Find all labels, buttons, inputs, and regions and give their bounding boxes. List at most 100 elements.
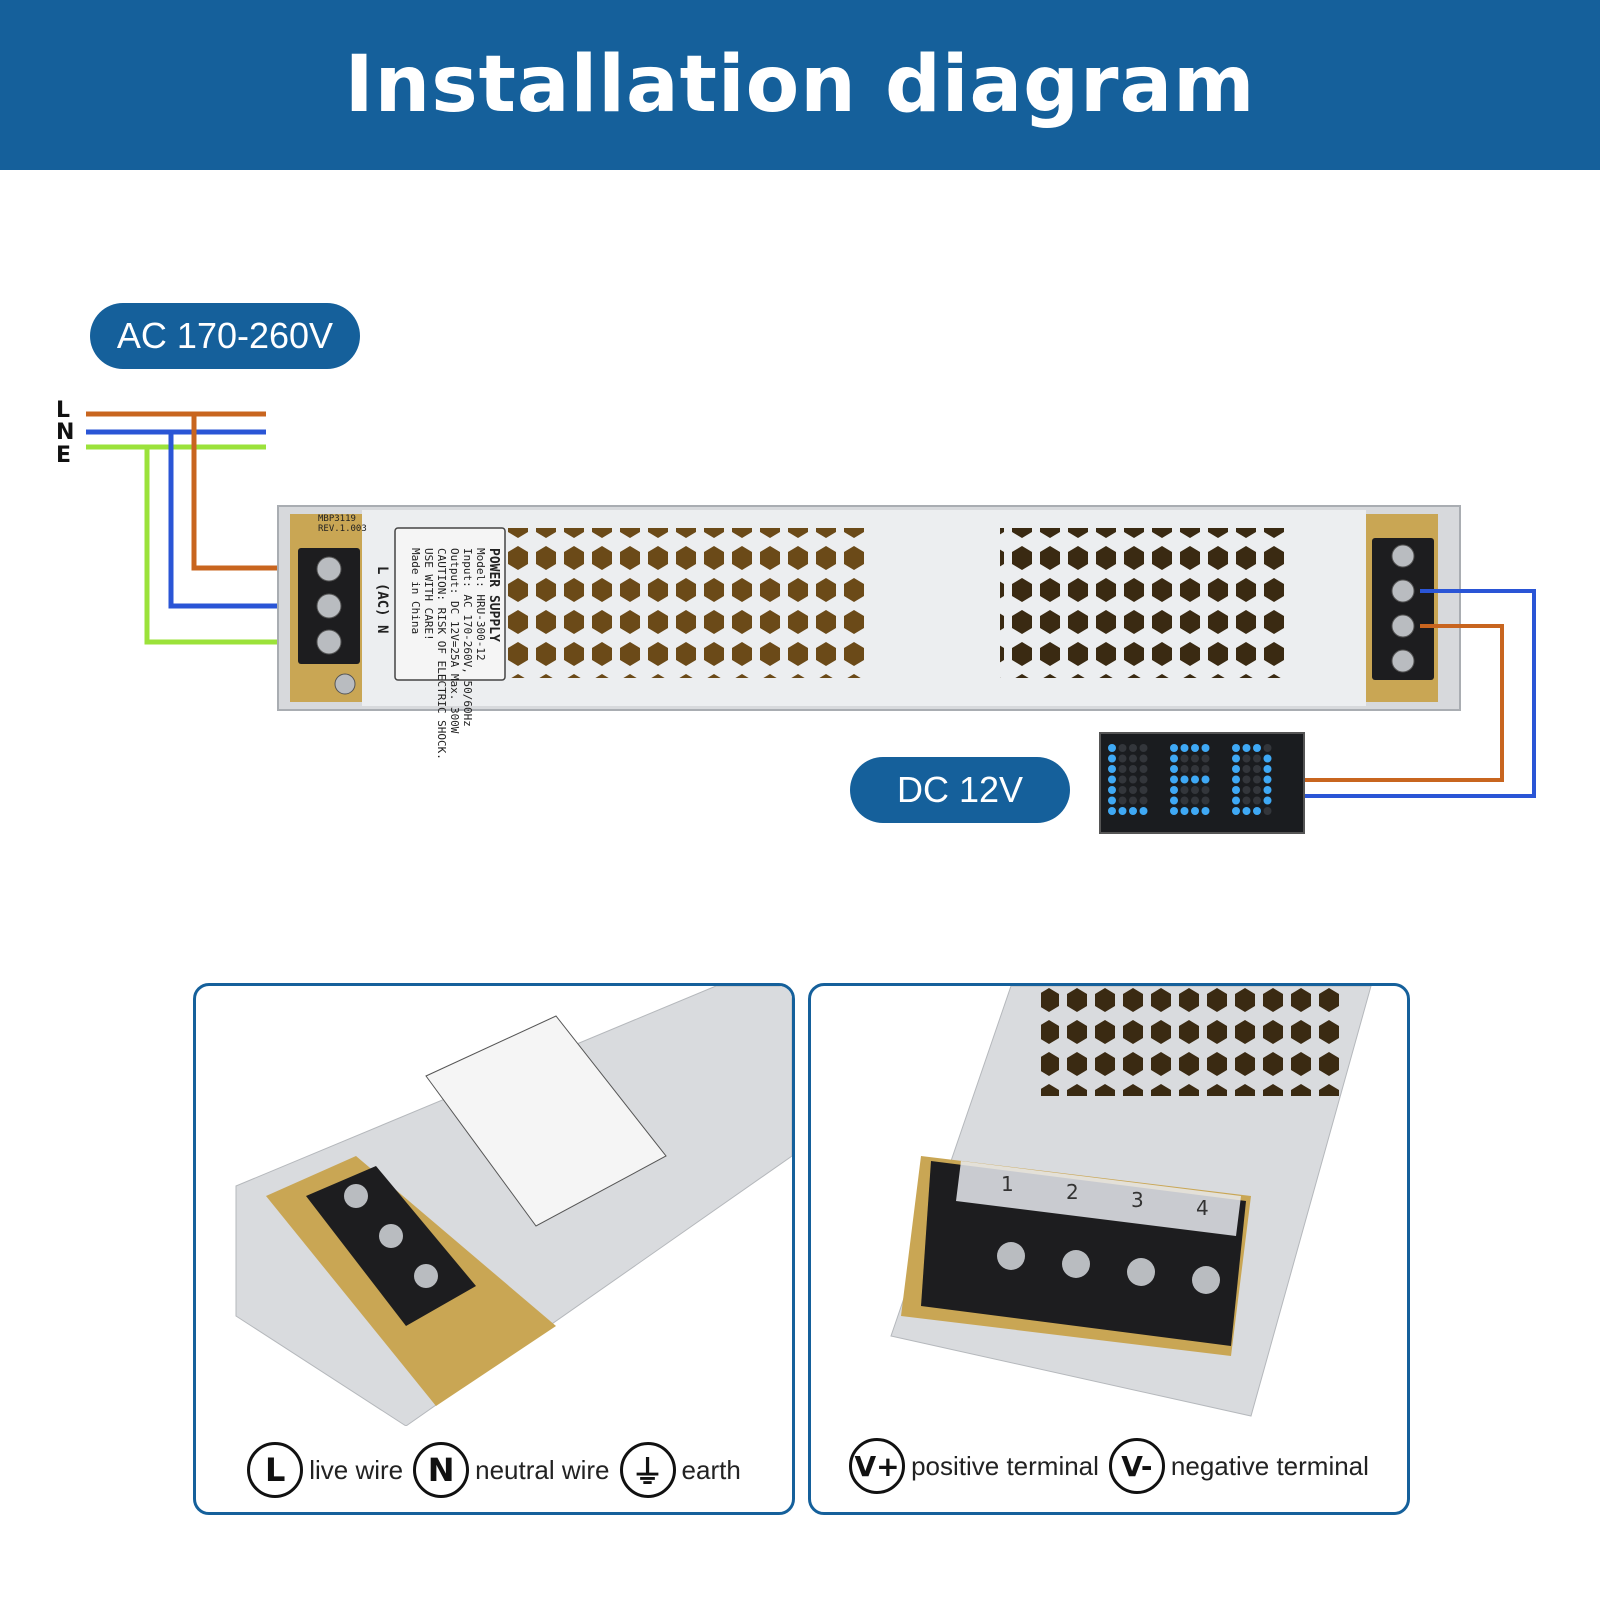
led-dot <box>1253 754 1261 763</box>
vent-grille-right <box>1000 528 1290 678</box>
led-dot <box>1170 796 1178 805</box>
wire-label-e: E <box>56 443 72 468</box>
ac-wires <box>86 411 310 645</box>
output-terminal-block <box>1372 538 1434 680</box>
led-dot <box>1242 786 1251 794</box>
photo-screw-3 <box>414 1264 438 1288</box>
led-dot <box>1170 807 1178 815</box>
led-dot <box>1129 775 1137 784</box>
output-terminal-photo: 1 2 3 4 <box>890 986 1372 1417</box>
led-dot <box>1263 744 1272 752</box>
terminal-screw-1 <box>316 556 342 582</box>
led-dot <box>1253 775 1261 784</box>
psu-model: Model: HRU-300-12 <box>474 548 487 661</box>
led-dot <box>1139 796 1148 805</box>
terminal-screw-2 <box>316 593 342 619</box>
led-dot <box>1191 786 1199 794</box>
led-dot <box>1139 775 1148 784</box>
led-dot <box>1180 807 1189 815</box>
led-dot <box>1242 796 1251 805</box>
led-dot <box>1139 786 1148 794</box>
legend-item-live: L live wire <box>247 1442 403 1498</box>
led-dot <box>1118 786 1127 794</box>
output-screw-1 <box>1391 544 1415 568</box>
legend-item-neutral: N neutral wire <box>413 1442 610 1498</box>
led-dot <box>1108 765 1116 773</box>
dc-positive-wire <box>1304 624 1504 782</box>
out-screw-3 <box>1127 1258 1155 1286</box>
led-dot <box>1170 754 1178 763</box>
led-dot <box>1232 796 1240 805</box>
led-dot <box>1129 754 1137 763</box>
dc-negative-wire <box>1304 589 1536 798</box>
neutral-wire-drop <box>168 432 310 609</box>
rating-label-text: POWER SUPPLY Model: HRU-300-12 Input: AC… <box>409 548 501 760</box>
led-dot <box>1170 775 1178 784</box>
power-supply-unit <box>277 505 1461 711</box>
letter-n-icon: N <box>413 1442 470 1498</box>
led-dot <box>1201 786 1210 794</box>
led-dot <box>1201 744 1210 752</box>
led-dot <box>1191 775 1199 784</box>
legend-item-earth: ⏚ earth <box>619 1442 741 1498</box>
led-dot <box>1180 786 1189 794</box>
led-dot <box>1201 765 1210 773</box>
led-dot <box>1253 765 1261 773</box>
led-dot <box>1180 775 1189 784</box>
legend-text-neutral: neutral wire <box>475 1454 610 1485</box>
board-code: MBP3119 REV.1.003 <box>318 514 367 534</box>
led-dot <box>1118 807 1127 815</box>
terminal-number-2: 2 <box>1066 1180 1079 1204</box>
page-title: Installation diagram <box>344 40 1256 130</box>
led-dot <box>1263 754 1272 763</box>
led-dot-matrix <box>1108 744 1272 815</box>
out-screw-4 <box>1192 1266 1220 1294</box>
led-dot <box>1180 744 1189 752</box>
led-dot <box>1170 765 1178 773</box>
led-dot <box>1242 765 1251 773</box>
led-load <box>1099 732 1305 834</box>
ac-input-label: AC 170-260V <box>116 315 334 356</box>
led-dot <box>1180 765 1189 773</box>
psu-input: Input: AC 170-260V, 50/60Hz <box>461 548 474 727</box>
vent-grille-left <box>508 528 868 678</box>
led-dot <box>1180 796 1189 805</box>
led-dot <box>1232 744 1240 752</box>
led-dot <box>1129 765 1137 773</box>
led-dot <box>1201 754 1210 763</box>
earth-ground-icon: ⏚ <box>619 1442 676 1498</box>
psu-heading: POWER SUPPLY <box>486 548 501 642</box>
led-dot <box>1118 796 1127 805</box>
wire-label-l: L <box>56 398 71 423</box>
led-dot <box>1242 754 1251 763</box>
photo-screw-2 <box>379 1224 403 1248</box>
led-dot <box>1242 744 1251 752</box>
ac-input-badge: AC 170-260V <box>90 303 360 369</box>
led-dot <box>1129 744 1137 752</box>
led-dot <box>1232 765 1240 773</box>
dc-wires <box>1304 589 1536 798</box>
led-dot <box>1201 775 1210 784</box>
led-dot <box>1108 807 1116 815</box>
led-dot <box>1191 744 1199 752</box>
header-banner: Installation diagram <box>0 0 1600 170</box>
led-dot <box>1108 796 1116 805</box>
legend-item-negative: V- negative terminal <box>1108 1438 1369 1494</box>
led-dot <box>1263 765 1272 773</box>
live-wire-drop <box>191 414 310 571</box>
wiring-diagram <box>86 411 1536 834</box>
rating-label <box>394 527 506 681</box>
terminal-screw-3 <box>316 629 342 655</box>
letter-l-icon: L <box>247 1442 304 1498</box>
led-dot <box>1129 786 1137 794</box>
led-dot <box>1108 775 1116 784</box>
terminal-number-4: 4 <box>1196 1196 1209 1220</box>
terminal-number-3: 3 <box>1131 1188 1144 1212</box>
led-dot <box>1191 765 1199 773</box>
out-screw-1 <box>997 1242 1025 1270</box>
output-screw-3 <box>1391 614 1415 638</box>
led-dot <box>1129 807 1137 815</box>
led-dot <box>1253 744 1261 752</box>
led-dot <box>1170 744 1178 752</box>
out-screw-2 <box>1062 1250 1090 1278</box>
